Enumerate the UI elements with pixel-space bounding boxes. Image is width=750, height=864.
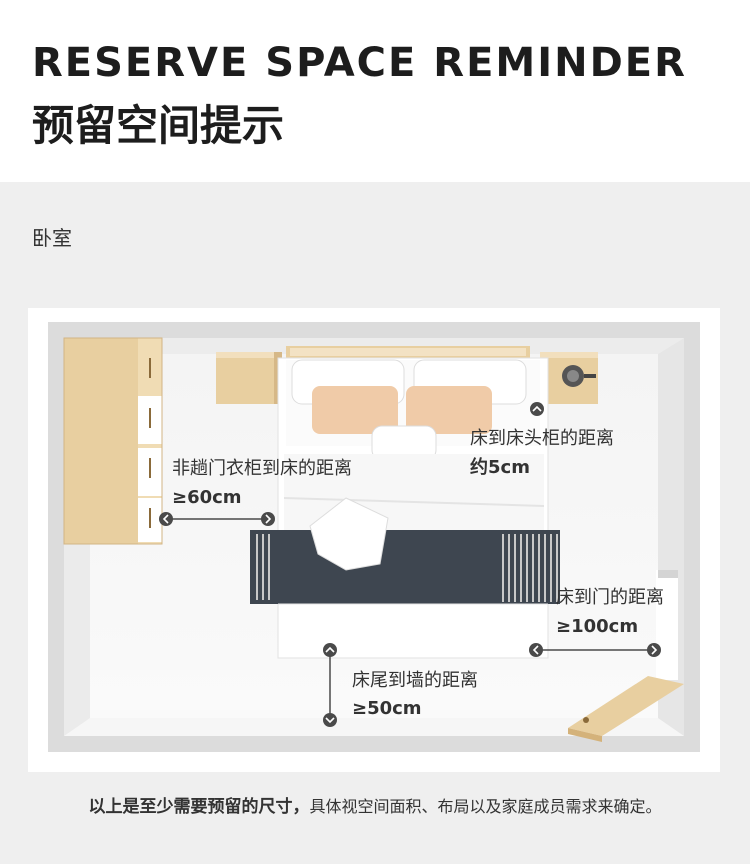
page-title-zh: 预留空间提示: [32, 101, 285, 150]
footer-note: 以上是至少需要预留的尺寸，具体视空间面积、布局以及家庭成员需求来确定。: [0, 792, 750, 817]
chevron-right-icon: [647, 643, 661, 657]
page-title-en: RESERVE SPACE REMINDER: [32, 40, 687, 86]
chevron-right-icon: [261, 512, 275, 526]
blanket-stripes: [502, 534, 558, 602]
wardrobe-distance-value: ≥60cm: [172, 487, 242, 508]
chevron-left-icon: [159, 512, 173, 526]
door-frame-top: [658, 570, 678, 578]
header: RESERVE SPACE REMINDER 预留空间提示: [0, 0, 750, 182]
door-panel: [568, 676, 684, 742]
wall-distance-value: ≥50cm: [352, 698, 422, 719]
nightstand-distance-value: 约5cm: [470, 456, 530, 478]
wall-distance-label: 床尾到墙的距离: [352, 670, 478, 691]
nightstand-distance-label: 床到床头柜的距离: [470, 428, 614, 449]
throw-pillow: [309, 497, 389, 571]
floor-plan-illustration: [48, 322, 700, 752]
headboard-top: [290, 348, 526, 356]
chevron-left-icon: [529, 643, 543, 657]
wardrobe: [63, 337, 163, 545]
door-distance-value: ≥100cm: [556, 616, 638, 637]
footer-note-bold: 以上是至少需要预留的尺寸，: [88, 797, 310, 817]
wardrobe-distance-label: 非趟门衣柜到床的距离: [172, 458, 352, 479]
door-distance-label: 床到门的距离: [556, 587, 664, 608]
blanket-stripes-left: [256, 534, 272, 600]
floor-plan: [28, 308, 720, 772]
door-opening: [656, 570, 678, 680]
room-label: 卧室: [32, 226, 72, 250]
footer-note-text: 具体视空间面积、布局以及家庭成员需求来确定。: [309, 797, 662, 816]
bed: [250, 357, 560, 659]
chevron-up-icon: [323, 643, 337, 657]
chevron-up-icon: [530, 402, 544, 416]
chevron-down-icon: [323, 713, 337, 727]
nightstand-right: [540, 352, 598, 404]
